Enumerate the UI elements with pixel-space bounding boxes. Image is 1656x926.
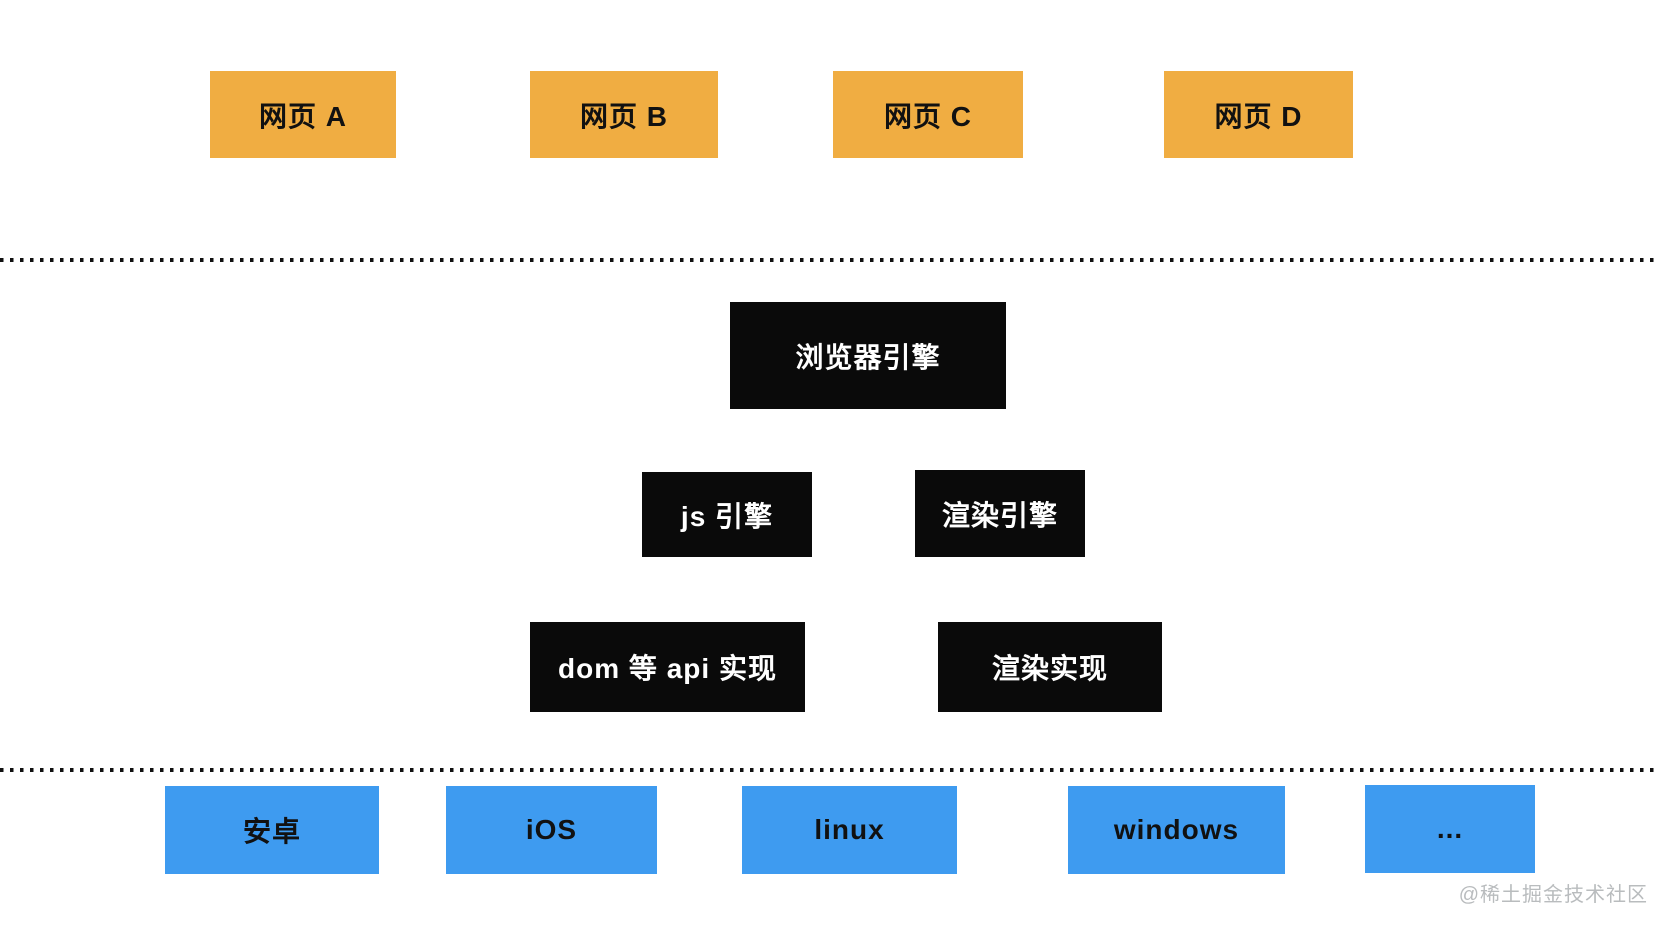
browser-engine-box: 浏览器引擎	[730, 302, 1006, 409]
dotted-divider-top	[0, 258, 1656, 262]
webpage-c-box: 网页 C	[833, 71, 1023, 158]
js-engine-box: js 引擎	[642, 472, 812, 557]
os-windows-box: windows	[1068, 786, 1285, 874]
render-implementation-box: 渲染实现	[938, 622, 1162, 712]
render-engine-box: 渲染引擎	[915, 470, 1085, 557]
os-more-box: ...	[1365, 785, 1535, 873]
webpage-d-box: 网页 D	[1164, 71, 1353, 158]
watermark-text: @稀土掘金技术社区	[1458, 884, 1648, 906]
dom-api-implementation-box: dom 等 api 实现	[530, 622, 805, 712]
os-ios-box: iOS	[446, 786, 657, 874]
webpage-b-box: 网页 B	[530, 71, 718, 158]
webpage-a-box: 网页 A	[210, 71, 396, 158]
os-android-box: 安卓	[165, 786, 379, 874]
dotted-divider-bottom	[0, 768, 1656, 772]
os-linux-box: linux	[742, 786, 957, 874]
